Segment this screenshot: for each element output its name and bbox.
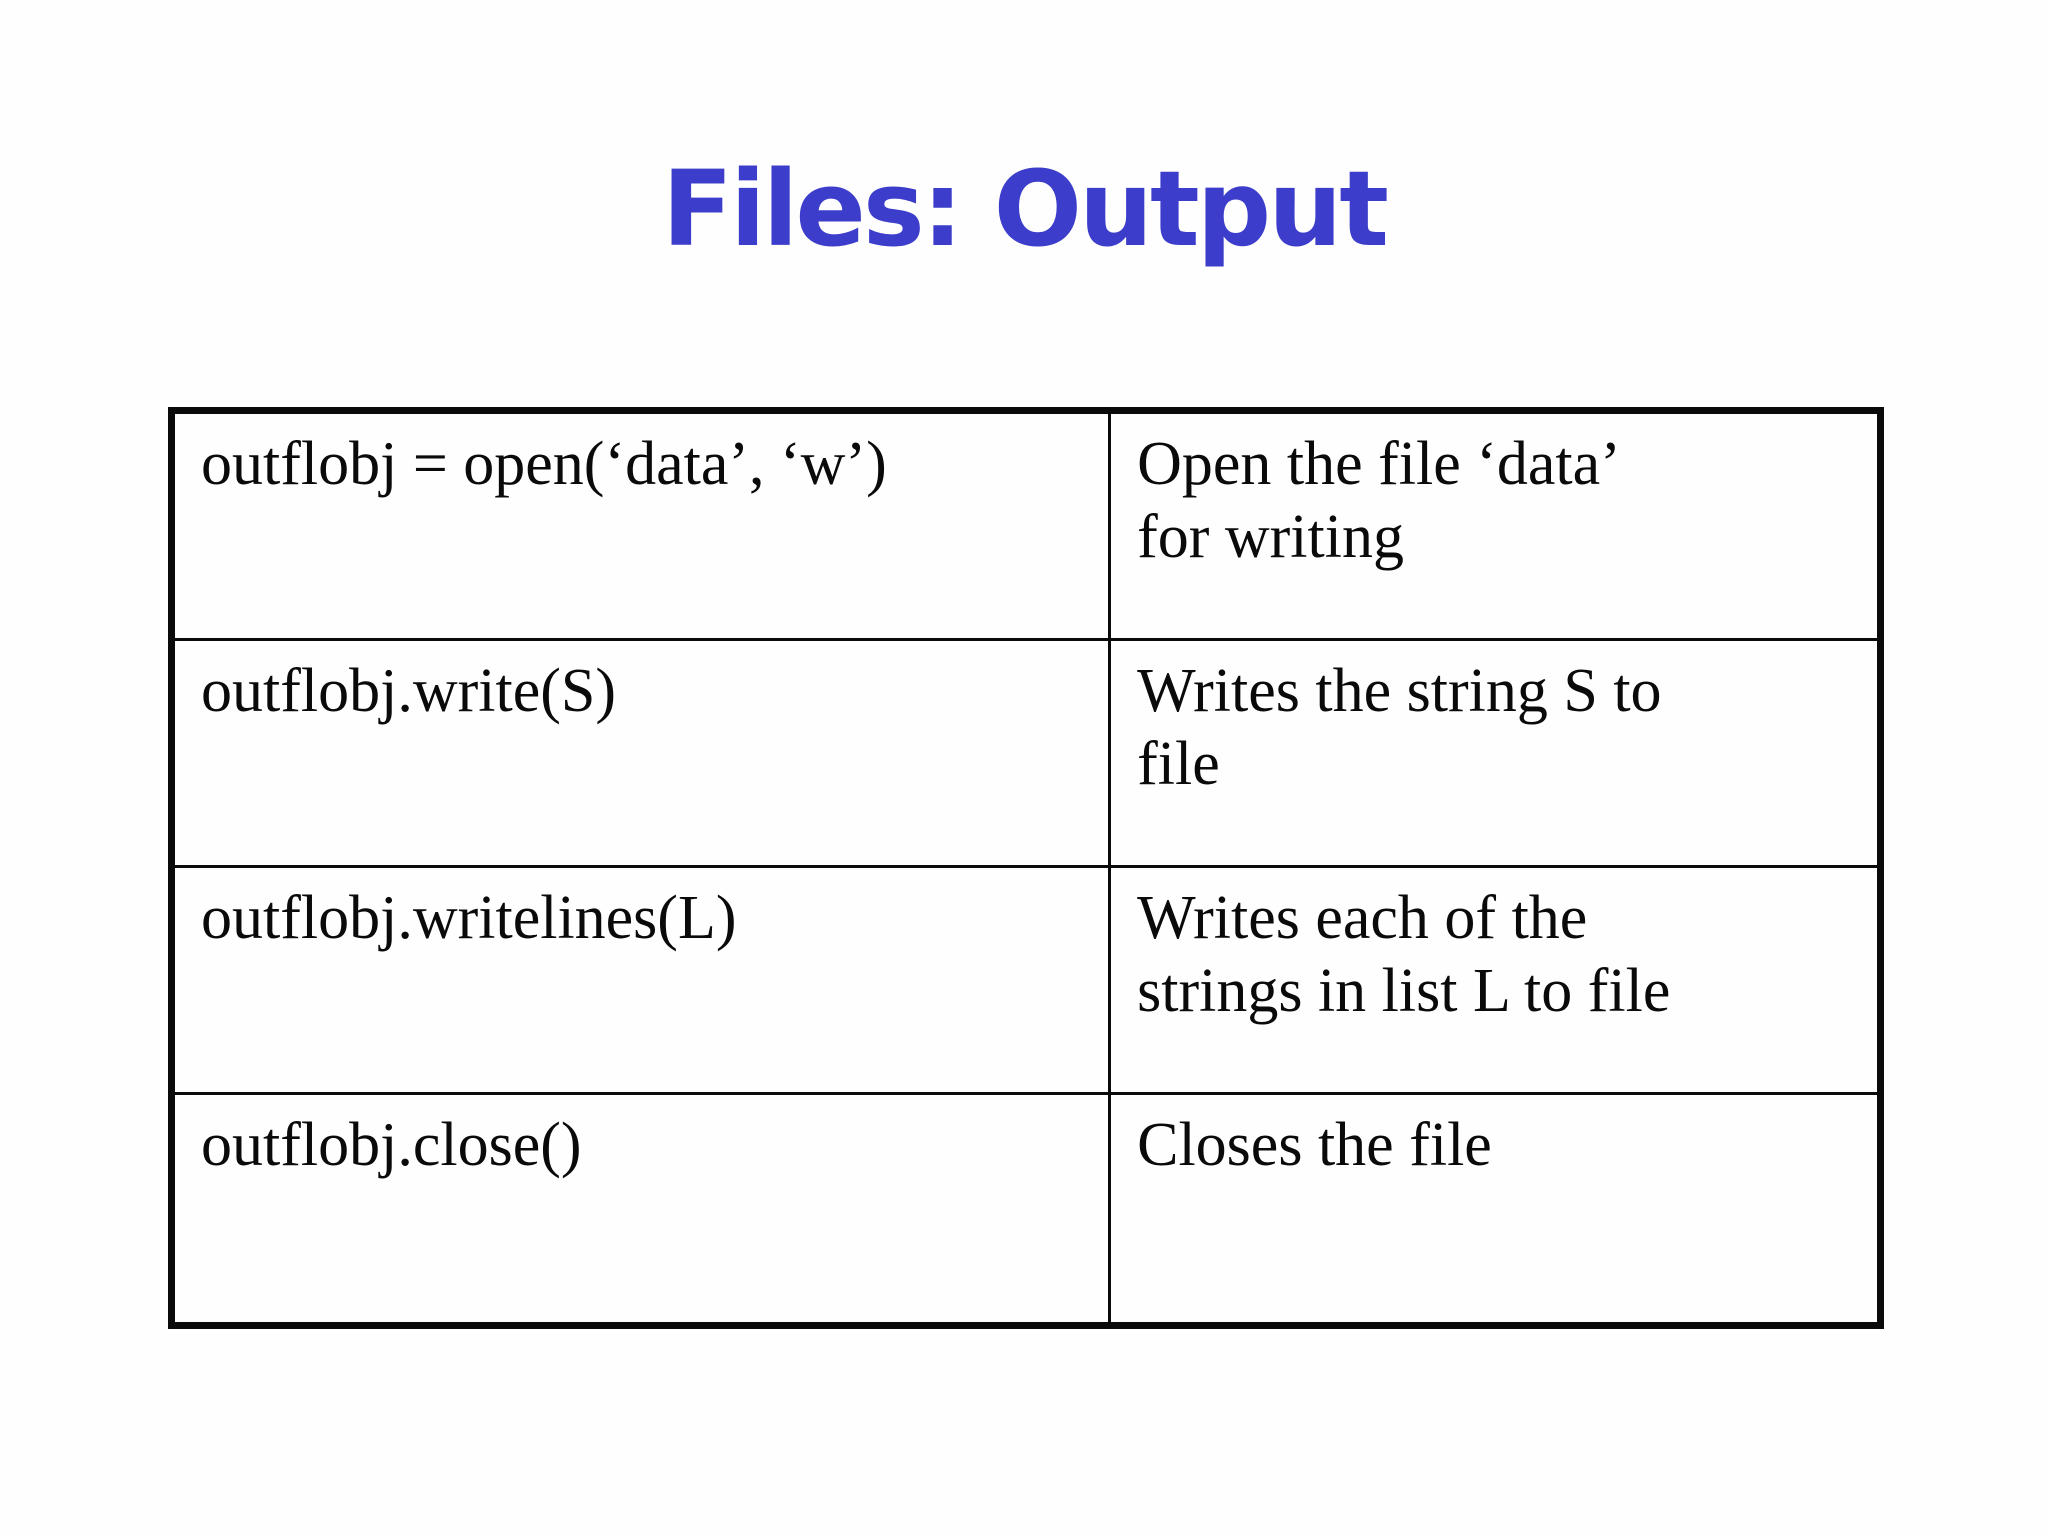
- description-line: Writes each of the: [1137, 884, 1588, 952]
- page-title: Files: Output: [662, 148, 1389, 270]
- description-line: Open the file ‘data’: [1137, 430, 1621, 498]
- table-row-3-description-cell: Writes each of the strings in list L to …: [1111, 868, 1877, 1095]
- description-line: strings in list L to file: [1137, 957, 1671, 1026]
- description-line: for writing: [1137, 503, 1404, 572]
- table-row-1-code-cell: outflobj = open(‘data’, ‘w’): [175, 414, 1112, 641]
- table-row-2-description-cell: Writes the string S to file: [1111, 641, 1877, 868]
- file-output-table: outflobj = open(‘data’, ‘w’) Open the fi…: [168, 407, 1884, 1329]
- description-line: file: [1137, 730, 1220, 799]
- table-row-4-description-cell: Closes the file: [1111, 1095, 1877, 1322]
- table-row-3-code-cell: outflobj.writelines(L): [175, 868, 1112, 1095]
- table-row-4-code-cell: outflobj.close(): [175, 1095, 1112, 1322]
- description-line: Writes the string S to: [1137, 657, 1662, 725]
- description-line: Closes the file: [1137, 1111, 1492, 1179]
- table-row-1-description-cell: Open the file ‘data’ for writing: [1111, 414, 1877, 641]
- table-row-2-code-cell: outflobj.write(S): [175, 641, 1112, 868]
